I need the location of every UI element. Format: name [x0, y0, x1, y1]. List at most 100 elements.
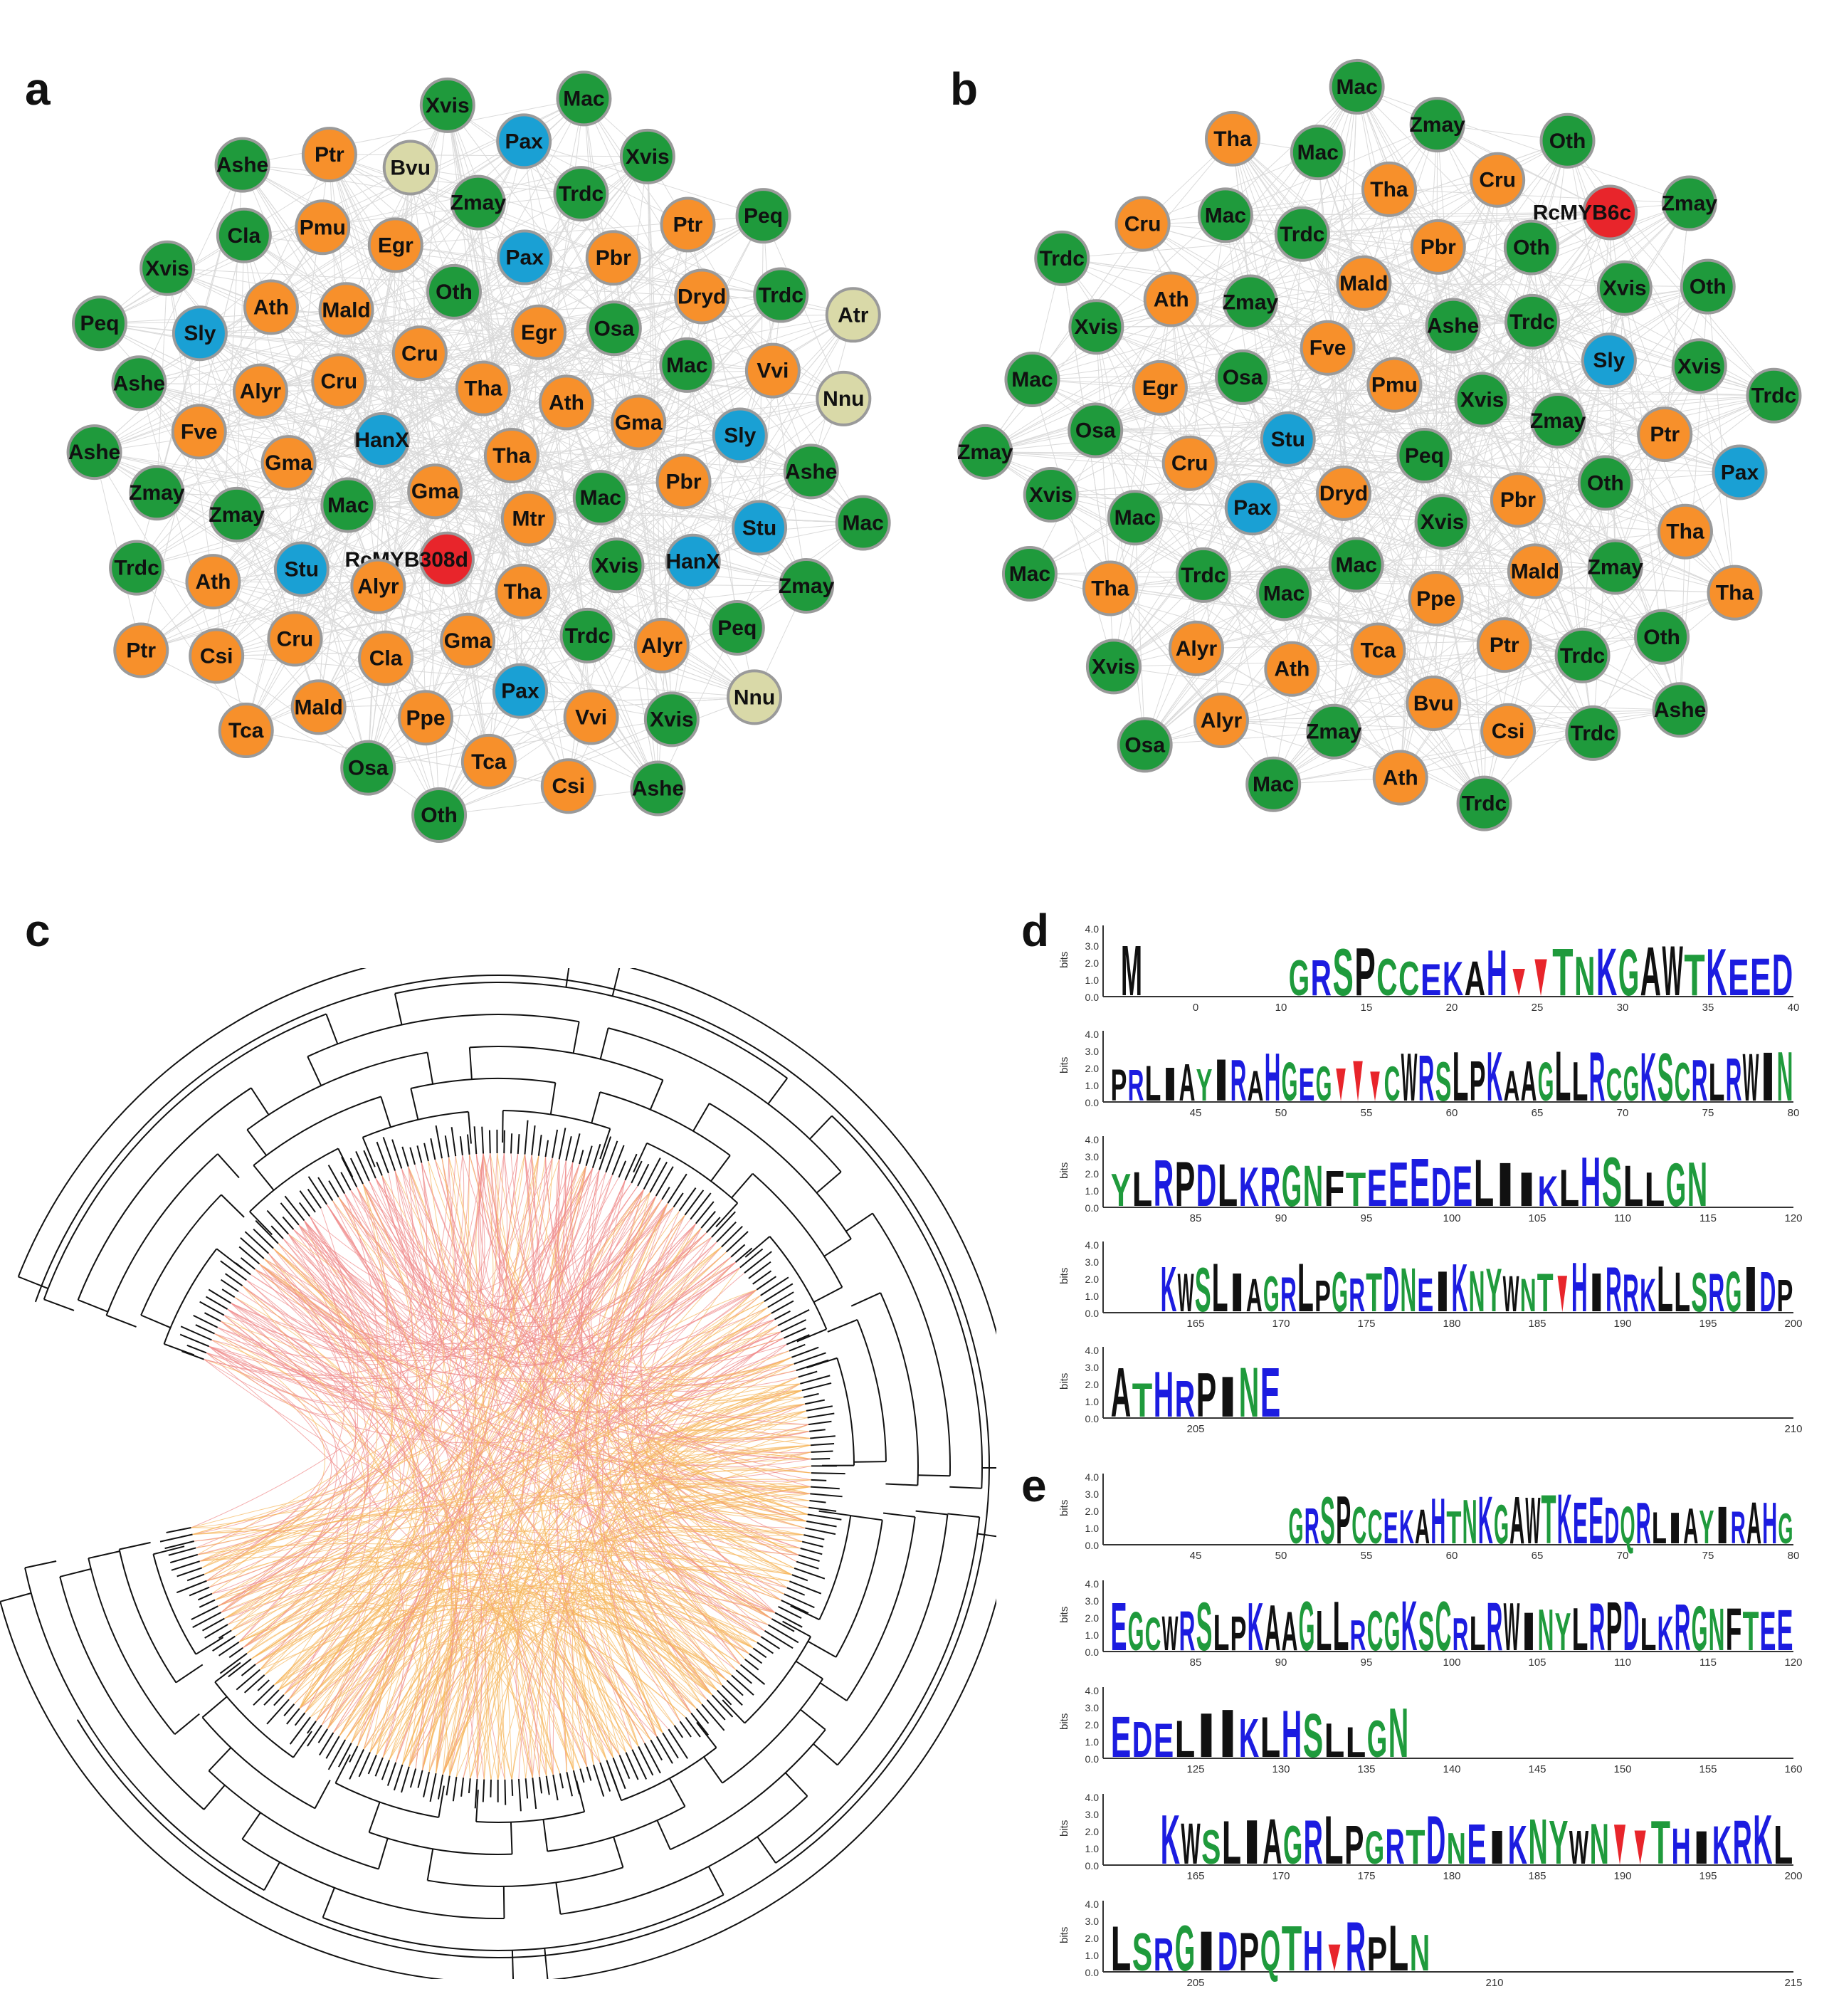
tree-link — [220, 1155, 532, 1393]
y-tick: 1.0 — [1085, 1185, 1100, 1197]
node-vvi: Vvi — [563, 689, 619, 745]
logo-letter: G — [1282, 1051, 1298, 1113]
edge — [1232, 138, 1434, 704]
edge — [381, 439, 760, 528]
tree-branch — [915, 1510, 948, 1516]
node-circle — [1587, 539, 1643, 595]
tree-tip — [180, 1325, 212, 1341]
tree-tip — [807, 1412, 835, 1419]
node-circle — [214, 137, 270, 193]
x-tick: 40 — [1788, 1002, 1800, 1014]
tree-tip — [800, 1548, 823, 1555]
edge — [1333, 86, 1358, 732]
edge — [638, 224, 689, 423]
tree-link — [490, 1153, 799, 1555]
y-tick: 2.0 — [1085, 957, 1100, 969]
edge — [242, 164, 478, 204]
tree-link — [497, 1403, 806, 1780]
tree-tip — [401, 1766, 410, 1793]
x-tick: 135 — [1357, 1763, 1375, 1775]
tree-tip — [624, 1153, 638, 1181]
node-ath: Ath — [243, 279, 299, 335]
node-circle — [1175, 547, 1231, 603]
node-circle — [1328, 537, 1384, 593]
node-bvu: Bvu — [382, 140, 438, 196]
logo-letter: A — [1504, 1061, 1520, 1110]
tree-tip — [650, 1739, 663, 1761]
logo-letter: P — [1354, 934, 1375, 1010]
node-cru: Cru — [1161, 435, 1218, 491]
logo-letter: T — [1366, 1263, 1382, 1323]
tree-tip — [481, 1126, 485, 1154]
node-alyr: Alyr — [350, 558, 406, 614]
node-circle — [1068, 402, 1124, 458]
node-label: Pax — [501, 680, 539, 703]
logo-letter: A — [1265, 1592, 1281, 1664]
tree-link — [670, 1306, 801, 1388]
tree-tip — [798, 1370, 818, 1378]
logo-letter: E — [1750, 947, 1771, 1007]
tree-link — [339, 1195, 657, 1737]
logo-letter: Y — [1486, 1256, 1502, 1325]
logo-letter: R — [1589, 1590, 1606, 1664]
logo-letter: E — [1421, 955, 1441, 1005]
tree-branch — [314, 1780, 331, 1809]
tree-branch — [809, 1115, 833, 1140]
tree-link — [631, 1223, 811, 1439]
x-tick: 105 — [1528, 1657, 1546, 1669]
node-label: Tca — [471, 750, 507, 774]
tree-tip — [726, 1679, 744, 1696]
logo-letter: K — [1239, 1155, 1260, 1218]
logo-letter: R — [1346, 1907, 1366, 1985]
tree-tip — [631, 1160, 643, 1184]
node-label: Gma — [411, 480, 459, 503]
logo-letter: P — [1196, 1360, 1217, 1430]
tree-tip — [811, 1479, 827, 1481]
node-circle — [1215, 349, 1271, 405]
tree-tip — [744, 1659, 759, 1671]
tree-tip — [429, 1773, 437, 1802]
x-tick: 45 — [1190, 1107, 1202, 1119]
tree-link — [483, 1153, 761, 1637]
node-gma: Gma — [260, 435, 317, 491]
edge — [1437, 124, 1611, 213]
tree-link — [299, 1624, 402, 1747]
tree-tip — [327, 1739, 347, 1770]
tree-arc — [253, 1096, 381, 1166]
tree-tip — [706, 1699, 726, 1721]
node-label: Trdc — [114, 557, 159, 580]
tree-tip — [446, 1775, 450, 1796]
node-xvis: Xvis — [589, 537, 645, 594]
tree-link — [362, 1183, 707, 1319]
edge — [447, 105, 615, 329]
tree-link — [255, 1157, 546, 1665]
tree-link — [246, 1560, 727, 1681]
node-label: Mald — [1511, 560, 1559, 583]
tree-link — [394, 1155, 463, 1309]
tree-arc — [140, 1194, 222, 1316]
tree-link — [273, 1567, 718, 1691]
tree-link — [224, 1539, 754, 1649]
tree-link — [498, 1153, 519, 1284]
tree-branches — [0, 968, 996, 1979]
tree-link — [242, 1162, 428, 1362]
node-trdc: Trdc — [1746, 367, 1802, 424]
logo-letter: K — [1161, 1254, 1177, 1325]
tree-link — [254, 1269, 633, 1750]
logo-letter: G — [1289, 1498, 1304, 1554]
node-label: Gma — [265, 451, 312, 475]
tree-link — [211, 1339, 365, 1676]
node-trdc: Trdc — [1175, 547, 1231, 603]
node-mac: Mac — [556, 70, 612, 127]
tree-arc — [201, 1716, 316, 1810]
logo-letter: Y — [1699, 1501, 1714, 1554]
node-tca: Tca — [218, 703, 274, 759]
node-circle — [712, 407, 768, 463]
node-label: Xvis — [1603, 277, 1647, 300]
logo-letter: W — [1178, 1263, 1194, 1323]
edge — [523, 141, 702, 297]
node-label: Xvis — [145, 257, 189, 280]
node-circle — [1565, 705, 1621, 761]
